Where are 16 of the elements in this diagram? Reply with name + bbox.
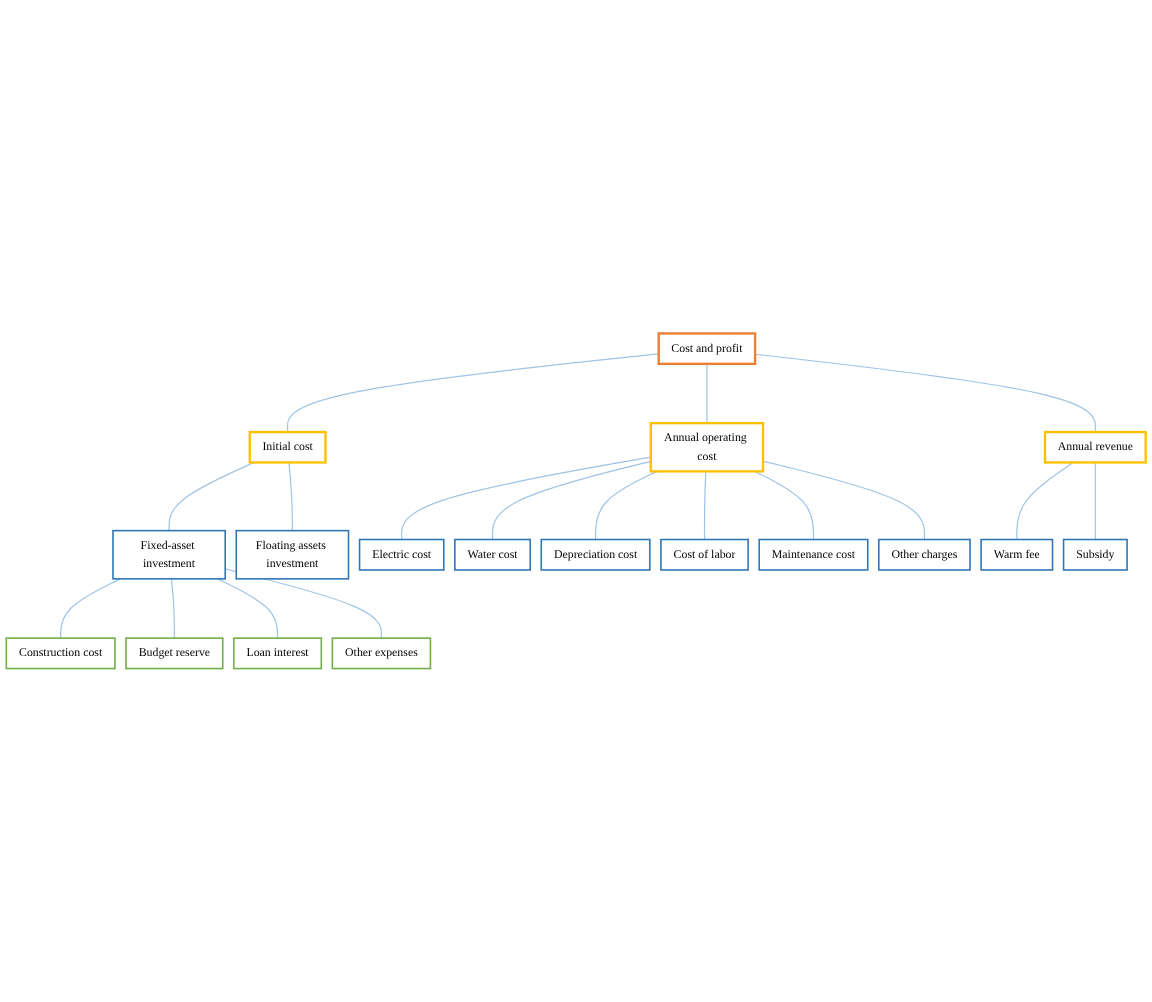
connector: [401, 456, 652, 541]
connector: [706, 363, 708, 424]
connector: [170, 578, 175, 639]
connector: [217, 578, 279, 639]
connector: [287, 353, 660, 433]
connector: [168, 461, 255, 532]
connector: [703, 470, 707, 541]
connector: [491, 460, 652, 541]
connector: [594, 470, 658, 541]
connector: [288, 461, 293, 532]
connector: [1094, 461, 1096, 541]
connector: [1016, 461, 1074, 541]
connector: [754, 353, 1096, 433]
connector: [60, 578, 122, 639]
connector: [754, 470, 815, 541]
connector: [762, 460, 926, 541]
